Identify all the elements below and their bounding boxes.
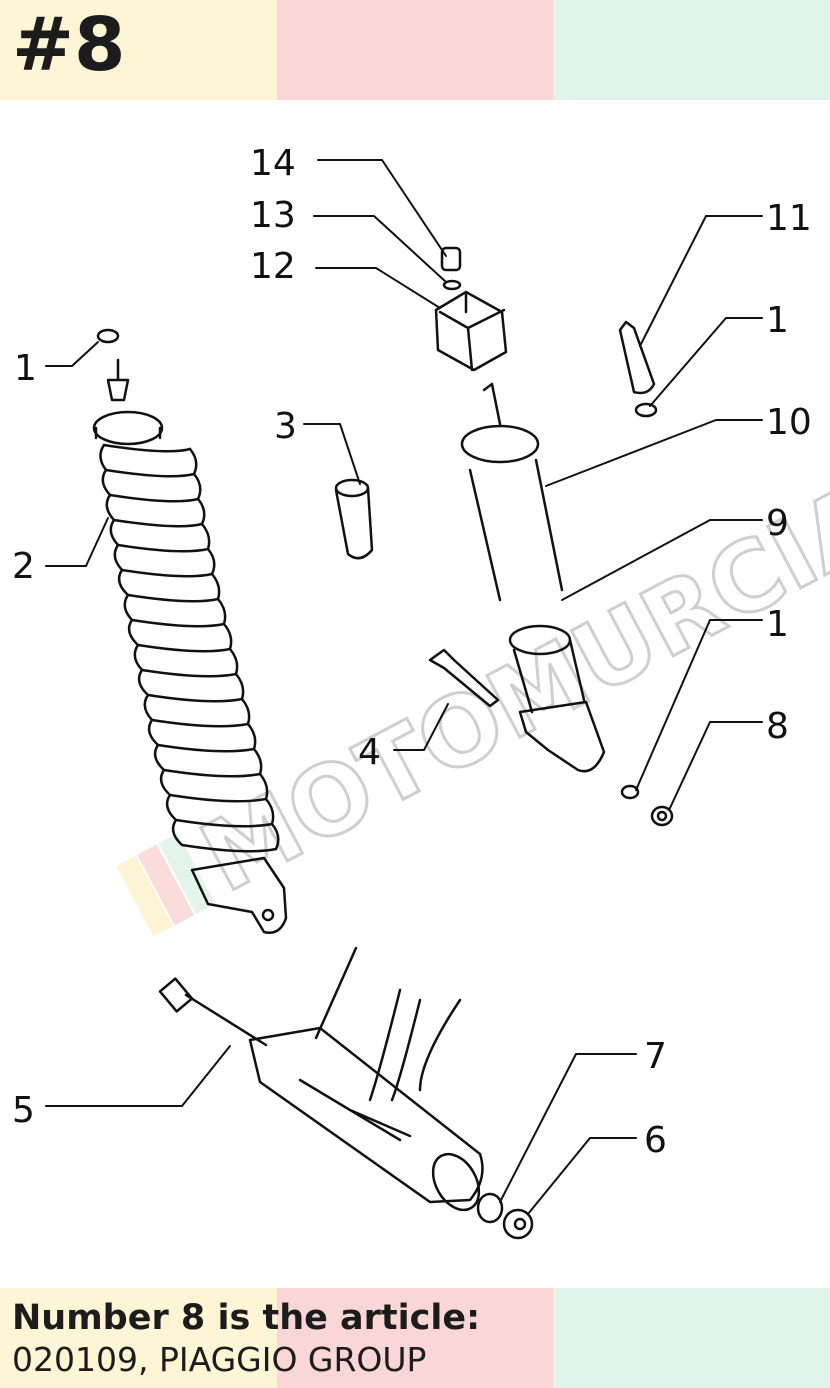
header-band-yellow bbox=[0, 0, 277, 100]
swing-arm-bolt bbox=[158, 946, 484, 1212]
footer-band-mint bbox=[553, 1288, 830, 1388]
callout-2: 2 bbox=[12, 546, 35, 587]
nut-8 bbox=[650, 805, 674, 827]
callout-4: 4 bbox=[358, 732, 381, 773]
shock-spring-assembly bbox=[92, 358, 288, 934]
footer-band-yellow bbox=[0, 1288, 277, 1388]
callout-12: 12 bbox=[250, 246, 296, 287]
top-mount-assembly bbox=[434, 246, 508, 372]
footer-band-pink bbox=[277, 1288, 553, 1388]
callout-10: 10 bbox=[766, 402, 812, 443]
rubber-bushing bbox=[334, 478, 374, 560]
damper-unit bbox=[460, 382, 606, 773]
bolt-short bbox=[428, 648, 500, 708]
callout-9: 9 bbox=[766, 503, 789, 544]
footer-title: Number 8 is the article: bbox=[12, 1298, 481, 1338]
clip-ring-1b bbox=[634, 402, 658, 418]
header-number: #8 bbox=[12, 2, 126, 88]
header-band-mint bbox=[553, 0, 830, 100]
callout-1-mid-right: 1 bbox=[766, 604, 789, 645]
nut-6 bbox=[502, 1208, 534, 1240]
mounting-pin bbox=[618, 320, 656, 395]
callout-8: 8 bbox=[766, 706, 789, 747]
washer-7 bbox=[476, 1192, 504, 1224]
callout-13: 13 bbox=[250, 195, 296, 236]
header-band-pink bbox=[277, 0, 553, 100]
callout-1-upper-right: 1 bbox=[766, 300, 789, 341]
callout-7: 7 bbox=[644, 1036, 667, 1077]
callout-3: 3 bbox=[274, 406, 297, 447]
parts-diagram: MOTOMURCIA bbox=[12, 143, 830, 1240]
callout-6: 6 bbox=[644, 1120, 667, 1161]
watermark-text: MOTOMURCIA bbox=[184, 462, 830, 914]
footer-article-number: 020109, PIAGGIO GROUP bbox=[12, 1340, 427, 1379]
callout-1-left: 1 bbox=[14, 348, 37, 389]
leader-lines bbox=[45, 159, 763, 1215]
callout-11: 11 bbox=[766, 198, 812, 239]
clip-ring-1c bbox=[620, 784, 640, 800]
clip-ring-1a bbox=[96, 328, 120, 344]
callout-14: 14 bbox=[250, 143, 296, 184]
callout-5: 5 bbox=[12, 1090, 35, 1131]
watermark: MOTOMURCIA bbox=[116, 460, 830, 937]
